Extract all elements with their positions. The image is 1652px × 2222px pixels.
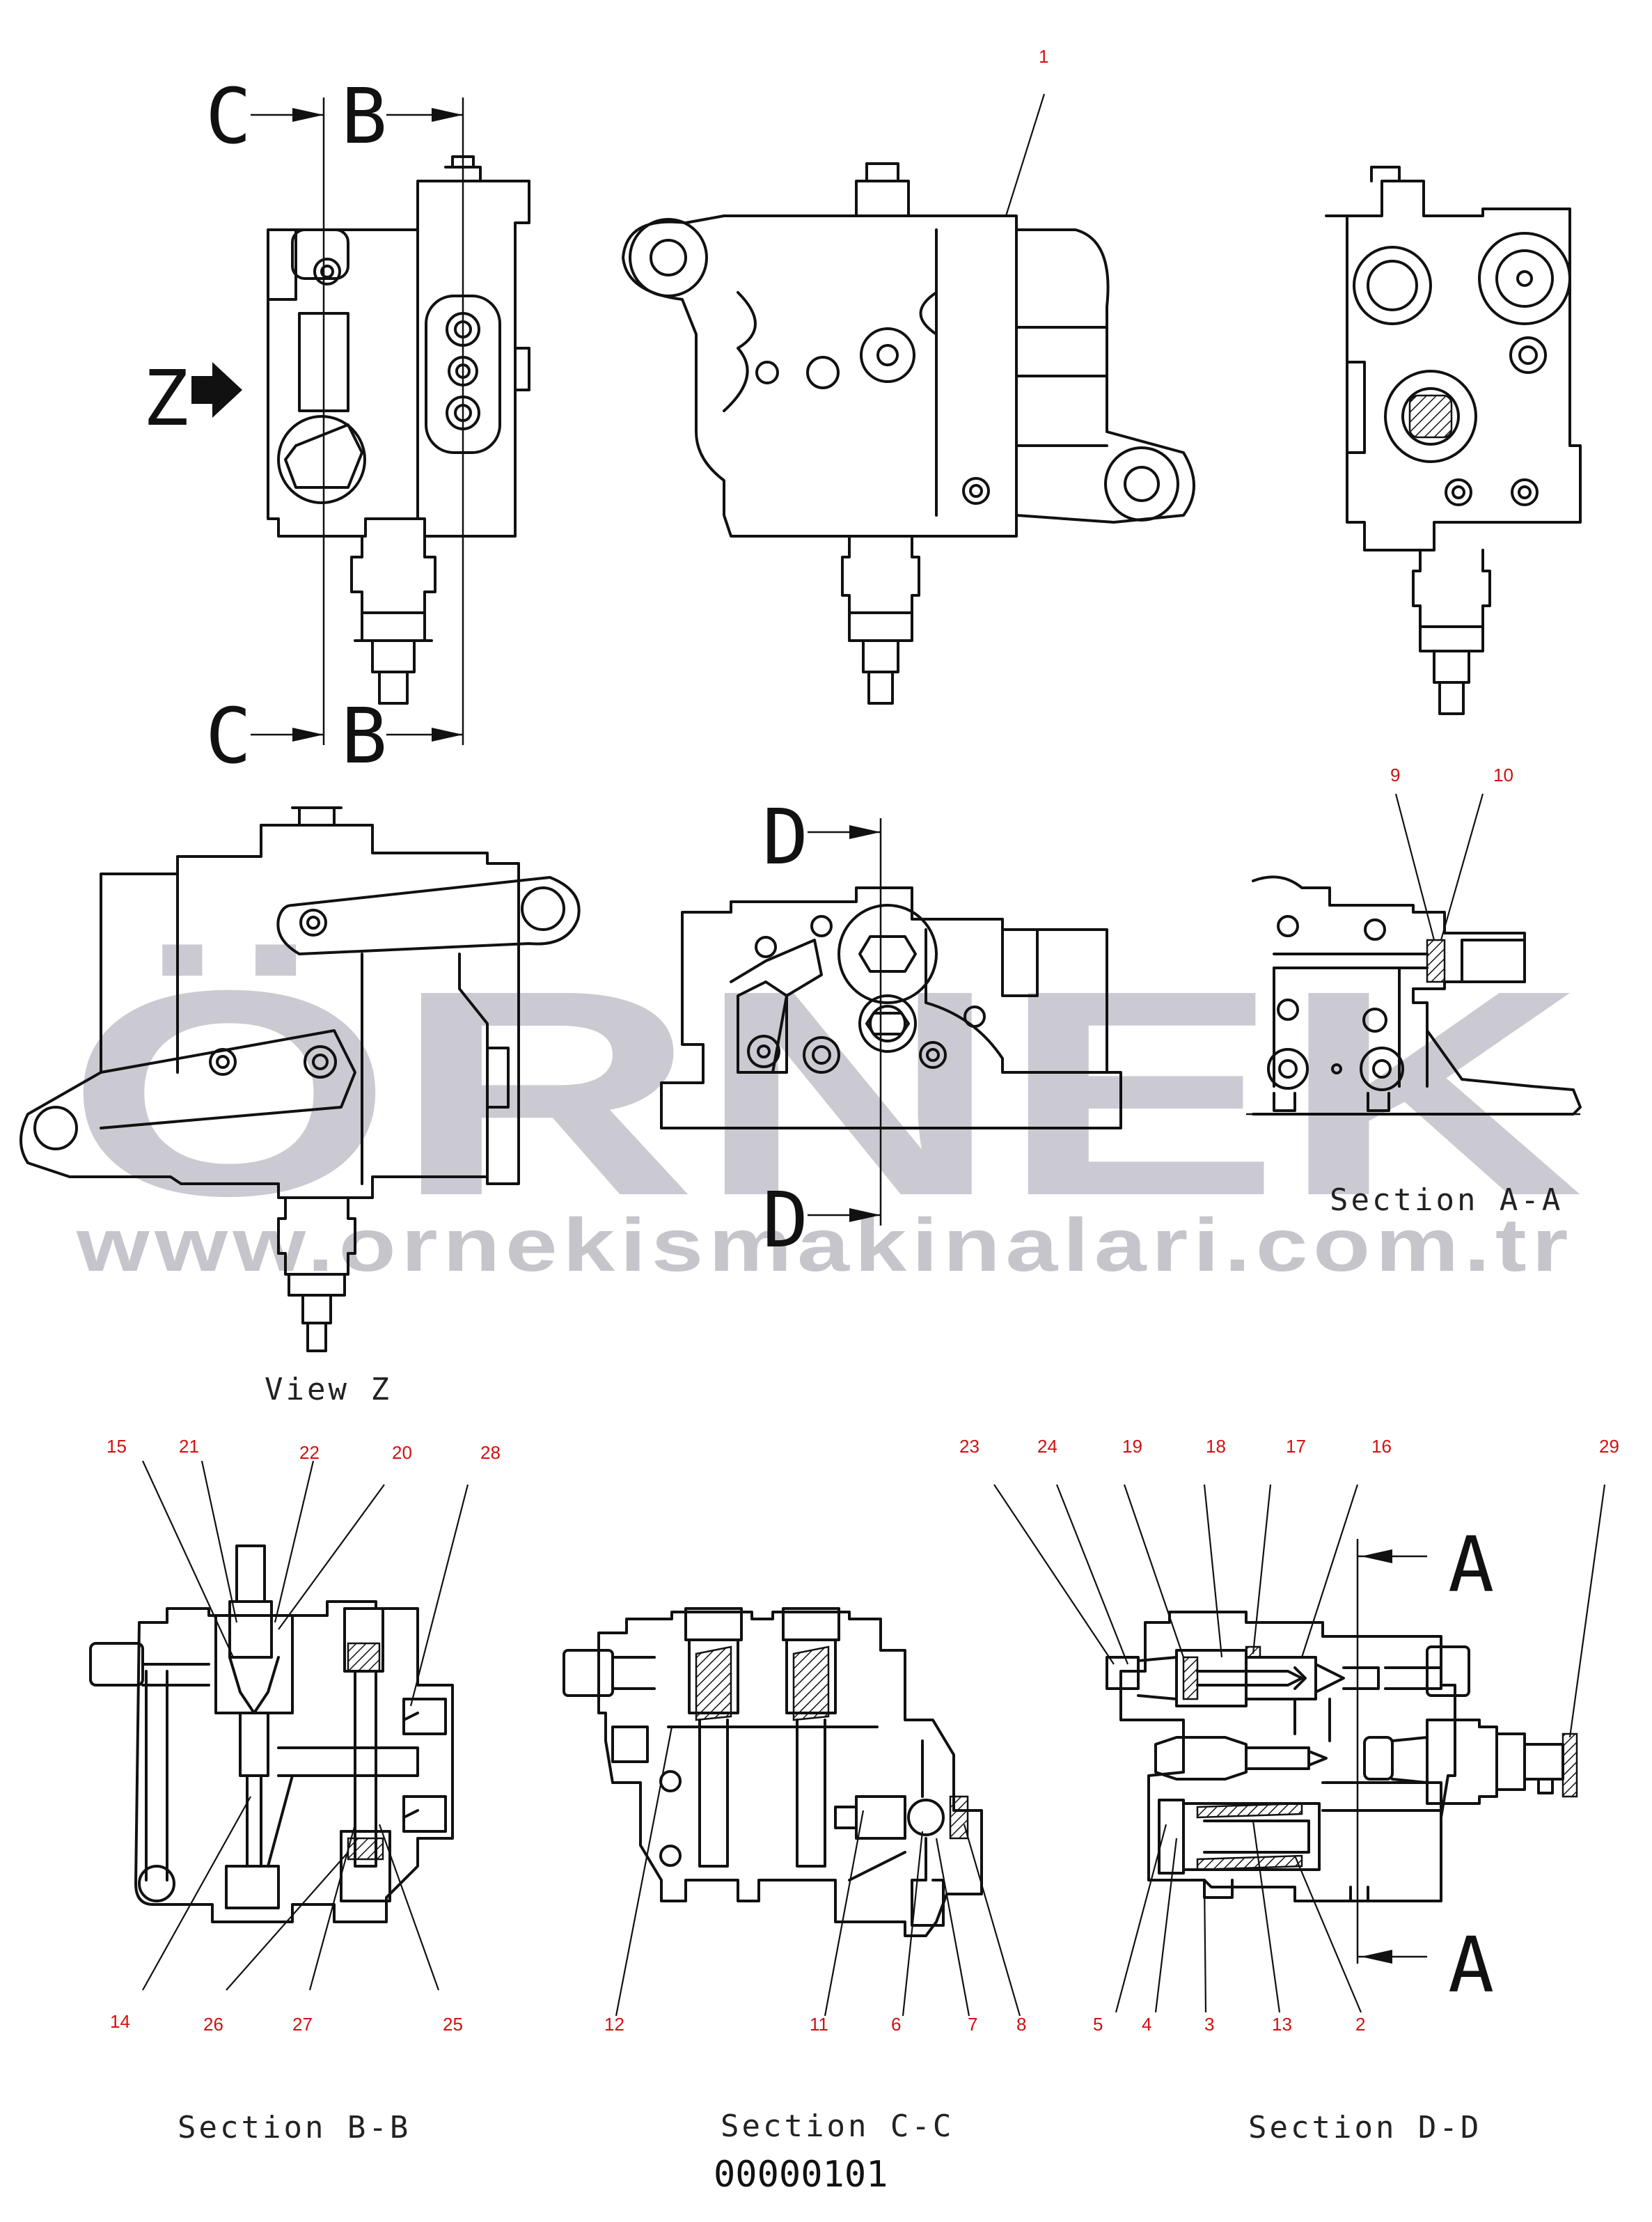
callout-9: 9 [1390,765,1400,785]
callout-25: 25 [443,2014,463,2035]
view-front: C B C B Z [143,72,530,781]
caption-section-bb: Section B-B [178,2110,411,2145]
caption-section-aa: Section A-A [1330,1182,1563,1218]
section-marker-b-top: B [341,72,387,161]
callout-2: 2 [1355,2014,1365,2035]
callout-6: 6 [891,2014,901,2035]
view-bottom: D D [660,792,1122,1265]
callout-10: 10 [1493,765,1513,785]
callout-17: 17 [1286,1436,1306,1457]
section-marker-c-bottom: C [205,691,251,781]
callout-5: 5 [1093,2014,1103,2035]
view-z-arrow-icon [191,362,242,418]
section-marker-a-top: A [1448,1520,1494,1609]
callout-24: 24 [1037,1436,1057,1457]
callout-19: 19 [1122,1436,1142,1457]
caption-section-cc: Section C-C [721,2108,954,2144]
section-cc: 12 11 6 7 8 Section C-C [563,1607,1026,2144]
watermark: ÖRNEK www.ornekismakinalari.com.tr [66,930,1584,1287]
callout-8: 8 [1016,2014,1026,2035]
section-marker-d-top: D [762,792,808,882]
callout-16: 16 [1371,1436,1392,1457]
callout-7: 7 [968,2014,977,2035]
section-marker-a-bottom: A [1448,1920,1494,2010]
callout-29: 29 [1599,1436,1619,1457]
callout-4: 4 [1142,2014,1151,2035]
callout-1: 1 [1039,46,1048,67]
watermark-logo: ÖRNEK [66,930,1584,1257]
caption-section-dd: Section D-D [1248,2110,1481,2145]
caption-view-z: View Z [265,1372,392,1407]
section-bb: 15 21 22 20 28 14 26 27 25 Section B-B [89,1436,501,2145]
view-marker-z: Z [143,354,189,443]
callout-15: 15 [107,1436,127,1457]
callout-12: 12 [604,2014,624,2035]
section-marker-c-top: C [205,72,251,161]
callout-14: 14 [110,2011,130,2032]
view-rear [1325,166,1582,715]
view-side: 1 [622,46,1195,705]
callout-11: 11 [810,2014,828,2035]
watermark-url: www.ornekismakinalari.com.tr [76,1203,1573,1287]
callout-23: 23 [959,1436,980,1457]
section-dd: A A 23 24 19 18 17 16 29 5 4 3 13 2 Sect… [959,1436,1619,2145]
section-marker-b-bottom: B [341,691,387,781]
callout-28: 28 [480,1442,501,1463]
callout-20: 20 [392,1442,412,1463]
callout-3: 3 [1204,2014,1214,2035]
callout-13: 13 [1272,2014,1292,2035]
callout-26: 26 [203,2014,223,2035]
view-z: View Z [19,806,581,1407]
section-marker-d-bottom: D [762,1175,808,1265]
callout-27: 27 [292,2014,313,2035]
callout-21: 21 [179,1436,199,1457]
callout-22: 22 [299,1442,320,1463]
section-aa: 9 10 Section A-A [1246,765,1582,1218]
part-number: 00000101 [714,2154,888,2196]
callout-18: 18 [1206,1436,1226,1457]
